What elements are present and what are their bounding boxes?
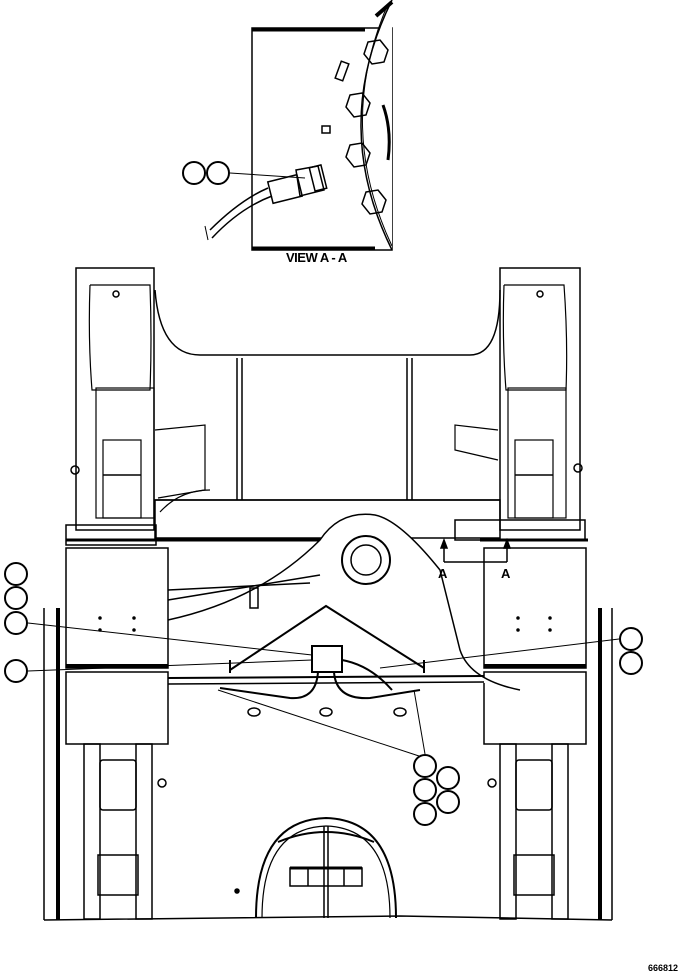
leader-lines xyxy=(27,622,620,757)
callout-balloon-left-2[interactable] xyxy=(4,586,28,610)
callout-balloon-left-3[interactable] xyxy=(4,611,28,635)
speed-sensor xyxy=(204,163,328,241)
callout-balloon-left-4[interactable] xyxy=(4,659,28,683)
view-label: VIEW A - A xyxy=(286,250,347,265)
callout-balloon-bottom-cluster-2[interactable] xyxy=(436,766,460,790)
left-upright xyxy=(65,267,340,546)
pivot-bracket xyxy=(167,513,521,691)
drawing-number: 666812 xyxy=(648,963,679,973)
section-marker-right: A xyxy=(501,566,511,581)
callout-balloon-right-1[interactable] xyxy=(619,627,643,651)
right-upright xyxy=(454,267,588,542)
hex-bolts xyxy=(345,39,391,215)
main-frame xyxy=(43,267,613,921)
view-aa-inset xyxy=(204,0,394,251)
callout-balloon-left-1[interactable] xyxy=(4,562,28,586)
center-arch xyxy=(234,816,397,919)
section-markers xyxy=(439,537,512,563)
callout-balloon-right-2[interactable] xyxy=(619,651,643,675)
callout-balloon-bottom-cluster-4[interactable] xyxy=(436,790,460,814)
callout-balloon-bottom-cluster-1[interactable] xyxy=(413,754,437,778)
callout-balloon-view-aa-2[interactable] xyxy=(206,161,230,185)
callout-balloon-bottom-cluster-3[interactable] xyxy=(413,778,437,802)
callout-balloon-view-aa-1[interactable] xyxy=(182,161,206,185)
section-marker-left: A xyxy=(438,566,448,581)
callout-balloon-bottom-cluster-5[interactable] xyxy=(413,802,437,826)
